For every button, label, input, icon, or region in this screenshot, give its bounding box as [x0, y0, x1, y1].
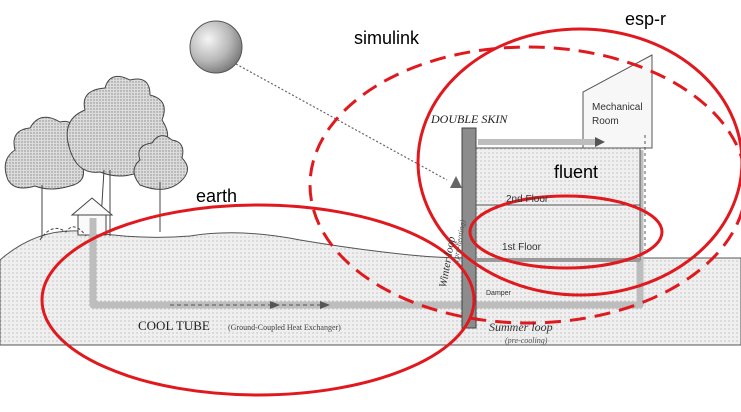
room-label: Room [592, 116, 619, 127]
simulink-ellipse [308, 45, 741, 325]
earth-label: earth [196, 186, 237, 206]
arrow-icon [595, 137, 605, 147]
mechanical-label: Mechanical [592, 102, 643, 113]
double-skin-label: DOUBLE SKIN [430, 112, 508, 126]
simulink-label: simulink [354, 28, 420, 48]
cool-tube-sub-label: (Ground-Coupled Heat Exchanger) [228, 323, 341, 332]
esp-r-label: esp-r [625, 9, 666, 29]
summer-loop-sub-label: (pre-cooling) [505, 336, 548, 345]
tree-icon [4, 75, 188, 238]
first-floor-label: 1st Floor [502, 242, 542, 253]
arrow-icon [320, 301, 330, 309]
fluent-label: fluent [554, 162, 598, 182]
damper-label: Damper [486, 290, 512, 297]
earth-ellipse [40, 203, 476, 397]
sun-ray-line [235, 63, 448, 181]
building [475, 54, 653, 262]
summer-loop-label: Summer loop [489, 320, 553, 334]
esp-r-ellipse [416, 27, 741, 297]
arrow-icon [270, 301, 280, 309]
shrub [39, 226, 87, 241]
second-floor-label: 2nd Floor [506, 194, 549, 205]
sun-icon [189, 20, 243, 74]
fluent-ellipse [468, 194, 664, 270]
cool-tube-label: COOL TUBE [138, 318, 210, 333]
arrow-icon [450, 176, 462, 188]
